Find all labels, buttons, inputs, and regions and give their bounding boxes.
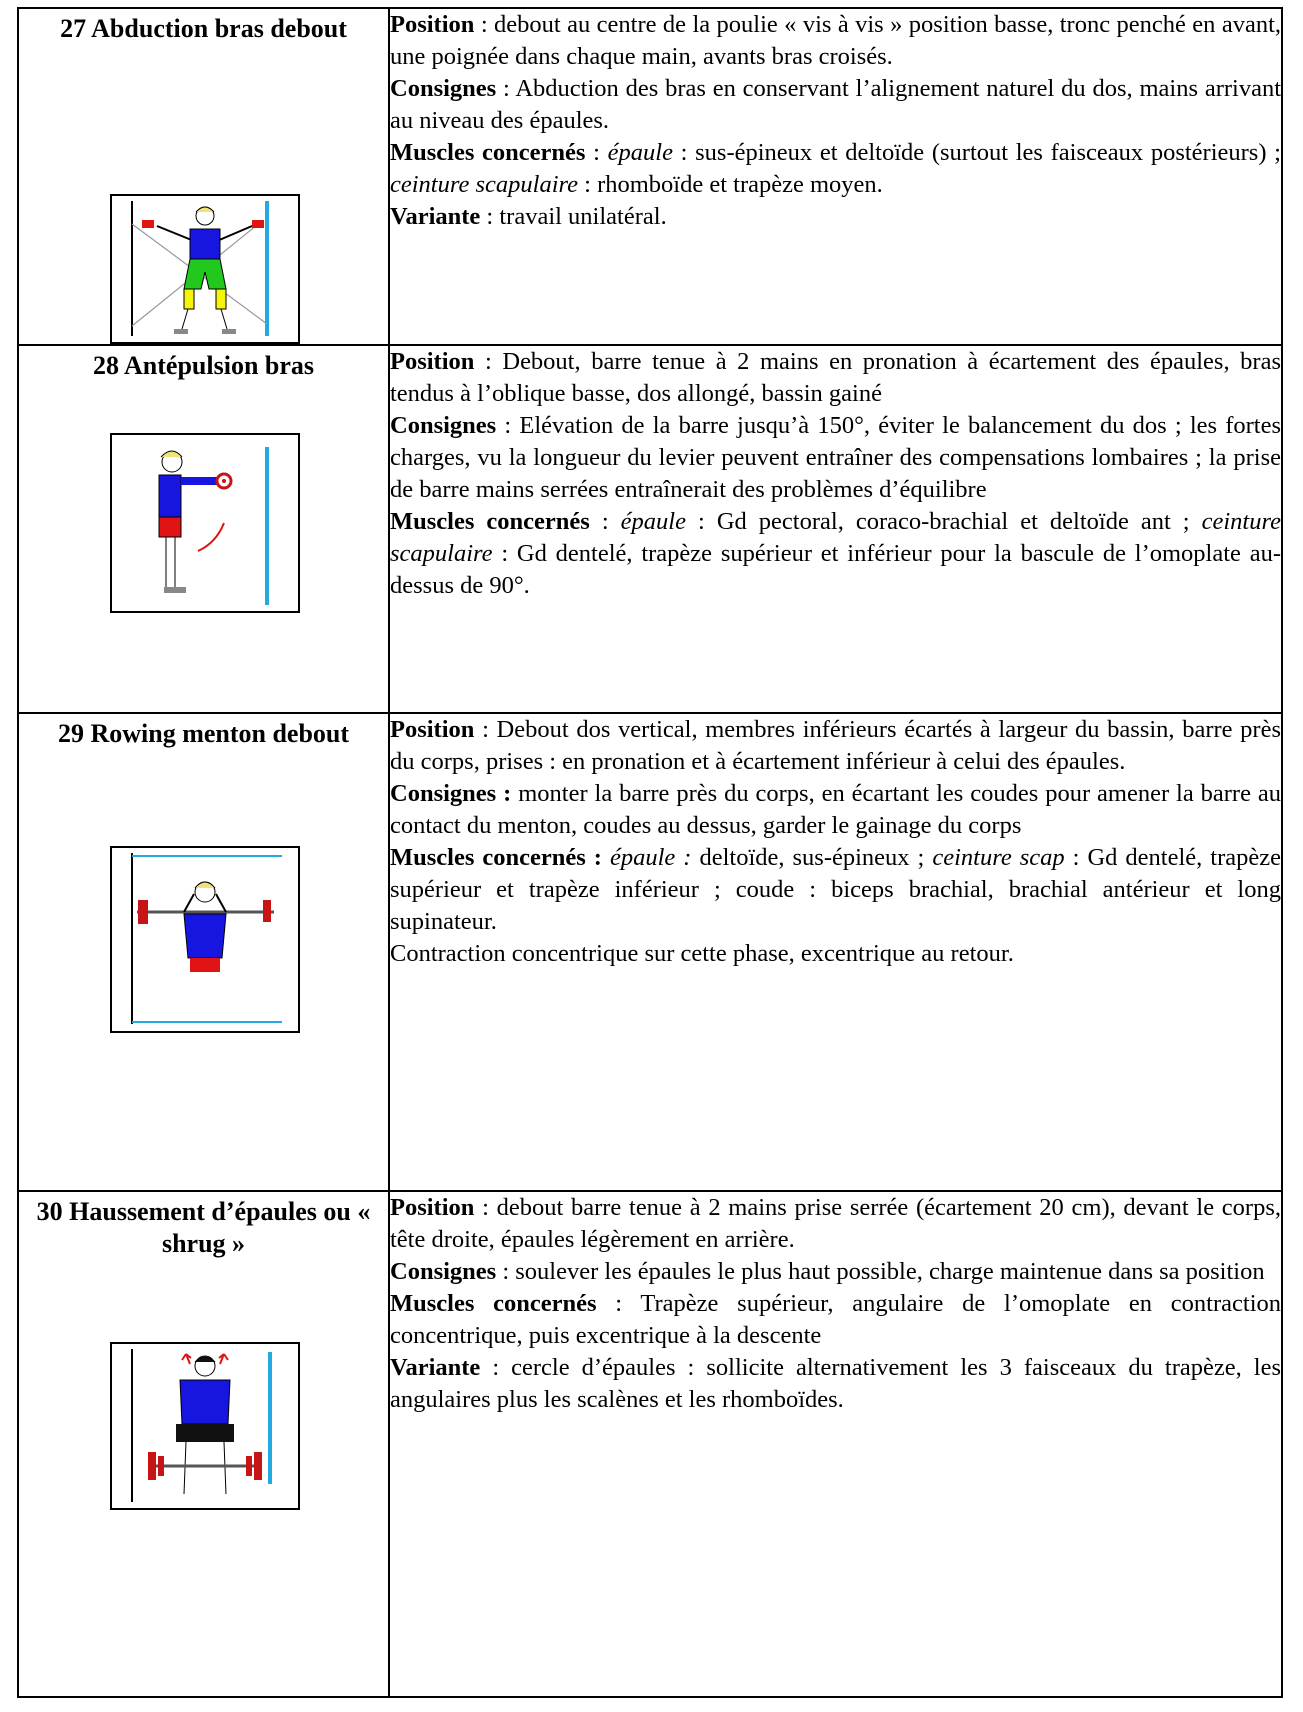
exercise-description: Position : Debout dos vertical, membres … [388, 712, 1283, 1192]
position-paragraph: Position : Debout dos vertical, membres … [390, 716, 1281, 775]
exercise-title-cell: 29 Rowing menton debout [17, 712, 390, 1192]
exercise-title: 27 Abduction bras debout [60, 14, 347, 43]
exercise-illustration [110, 1342, 300, 1510]
exercise-illustration [110, 194, 300, 344]
consignes-paragraph: Consignes : Elévation de la barre jusqu’… [390, 412, 1281, 503]
exercise-row: 27 Abduction bras debout [17, 7, 1283, 346]
exercise-row: 29 Rowing menton debout [17, 712, 1283, 1192]
exercise-title: 30 Haussement d’épaules ou « shrug » [36, 1197, 371, 1258]
position-paragraph: Position : debout barre tenue à 2 mains … [390, 1194, 1281, 1253]
variante-paragraph: Variante : cercle d’épaules : sollicite … [390, 1354, 1281, 1413]
exercise-title: 28 Antépulsion bras [92, 351, 315, 380]
exercise-row: 30 Haussement d’épaules ou « shrug » [17, 1190, 1283, 1698]
exercise-description: Position : debout au centre de la poulie… [388, 7, 1283, 346]
muscles-paragraph: Muscles concernés : épaule : Gd pectoral… [390, 508, 1281, 599]
exercise-illustration [110, 433, 300, 613]
exercise-table: 27 Abduction bras debout [17, 7, 1283, 1698]
exercise-description: Position : debout barre tenue à 2 mains … [388, 1190, 1283, 1698]
muscles-paragraph: Muscles concernés : Trapèze supérieur, a… [390, 1290, 1281, 1349]
muscles-paragraph: Muscles concernés : épaule : sus-épineux… [390, 139, 1281, 198]
consignes-paragraph: Consignes : Abduction des bras en conser… [390, 75, 1281, 134]
exercise-title-cell: 28 Antépulsion bras [17, 344, 390, 714]
exercise-title-cell: 30 Haussement d’épaules ou « shrug » [17, 1190, 390, 1698]
muscles-paragraph: Muscles concernés : épaule : deltoïde, s… [390, 844, 1282, 935]
exercise-title: 29 Rowing menton debout [57, 719, 350, 748]
position-paragraph: Position : Debout, barre tenue à 2 mains… [390, 348, 1281, 407]
consignes-paragraph: Consignes : soulever les épaules le plus… [390, 1258, 1265, 1285]
exercise-row: 28 Antépulsion bras [17, 344, 1283, 714]
exercise-title-cell: 27 Abduction bras debout [17, 7, 390, 346]
position-paragraph: Position : debout au centre de la poulie… [390, 11, 1281, 70]
consignes-paragraph: Consignes : monter la barre près du corp… [390, 780, 1281, 839]
exercise-description: Position : Debout, barre tenue à 2 mains… [388, 344, 1283, 714]
exercise-illustration [110, 846, 300, 1033]
note-paragraph: Contraction concentrique sur cette phase… [390, 940, 1014, 967]
variante-paragraph: Variante : travail unilatéral. [390, 203, 667, 230]
